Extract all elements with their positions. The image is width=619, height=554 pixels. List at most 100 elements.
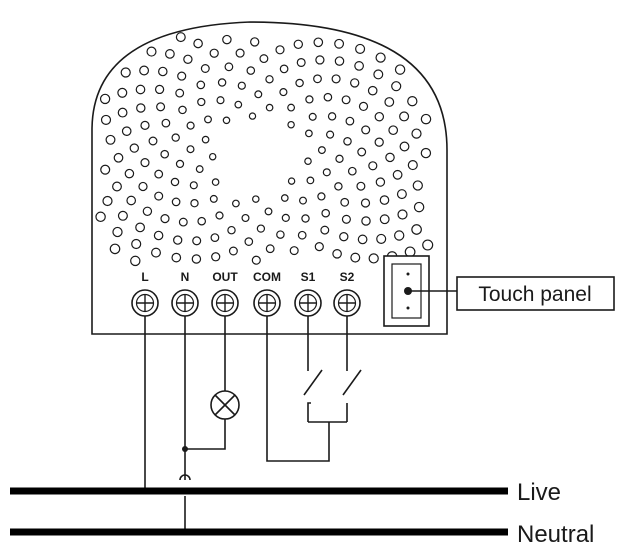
vent-hole [154,191,164,201]
vent-hole [117,210,128,221]
screw-terminal-s2 [333,289,361,317]
vent-hole [317,192,326,201]
vent-hole [173,235,183,245]
vent-hole [375,177,386,187]
vent-hole [361,216,371,226]
vent-hole [224,62,234,72]
vent-hole [422,239,434,251]
vent-hole [136,103,146,113]
vent-hole [140,158,150,168]
vent-hole [265,103,274,112]
vent-hole [305,95,314,104]
terminal-label-l: L [141,270,148,284]
vent-hole [396,189,407,200]
vent-hole [326,130,335,139]
terminal-label-s2: S2 [340,270,355,284]
vent-hole [347,166,357,176]
vent-hole [334,182,343,191]
vent-hole [211,178,220,186]
vent-hole [117,107,128,118]
vent-hole [394,230,405,241]
vent-hole [350,78,360,88]
vent-hole [235,48,245,58]
vent-hole [375,52,386,63]
vent-hole [357,234,368,245]
terminal-label-out: OUT [212,270,238,284]
vent-hole [178,105,187,115]
vent-hole [216,96,225,105]
vent-hole [222,34,232,45]
vent-hole [367,85,378,96]
live-label: Live [517,479,561,506]
vent-hole [105,134,116,145]
vent-hole [264,207,273,216]
vent-hole [334,56,345,66]
vent-hole [246,66,256,75]
vent-hole [407,96,418,107]
vent-hole [186,145,195,154]
vent-hole [209,48,219,58]
vent-hole [397,209,408,220]
vent-hole [356,181,366,191]
vent-hole [156,102,166,112]
vent-hole [343,137,352,146]
vent-hole [211,252,221,262]
vent-hole [100,114,112,125]
vent-hole [140,120,150,131]
vent-hole [287,120,295,129]
vent-hole [412,180,423,191]
vent-hole [299,196,308,205]
vent-hole [171,252,182,263]
vent-hole [161,118,171,128]
vent-hole [317,146,326,155]
vent-hole [279,88,288,97]
vent-hole [327,112,337,121]
lamp-symbol [210,390,240,420]
vent-hole [210,233,220,243]
vent-hole [192,236,202,246]
vent-hole [313,37,324,48]
vent-hole [306,176,315,185]
vent-hole [135,222,146,233]
vent-hole [183,54,193,65]
wire-n-crossover [179,474,191,481]
vent-hole [193,38,203,49]
vent-hole [244,237,254,246]
vent-hole [175,159,185,169]
vent-hole [296,57,306,68]
vent-hole [295,78,304,88]
vent-hole [361,125,371,135]
vent-hole [373,69,384,80]
vent-hole [388,125,399,136]
vent-hole [259,54,269,64]
vent-hole [275,45,285,55]
vent-hole [360,198,371,208]
vent-hole [251,255,261,265]
vent-hole [357,147,367,157]
vent-hole [420,147,432,159]
vent-hole [160,149,170,159]
vent-hole [341,95,351,105]
vent-hole [201,135,210,144]
vent-hole [313,74,322,84]
vent-hole [250,37,260,47]
vent-hole [138,181,148,192]
vent-hole [368,253,379,264]
vent-hole [301,214,310,223]
vent-hole [407,160,418,171]
vent-hole [195,165,204,174]
vent-hole [384,97,395,107]
vent-hole [289,246,299,256]
vent-hole [102,195,113,207]
vent-hole [171,197,181,207]
vent-hole [411,128,422,139]
vent-hole [374,111,385,122]
vent-hole [413,201,425,213]
vent-hole [281,213,290,222]
vent-hole [350,252,361,263]
vent-hole [332,249,342,259]
screw-terminal-out [211,289,239,317]
vent-hole [320,225,330,235]
vent-hole [411,224,422,235]
screw-terminal-n [171,289,199,317]
